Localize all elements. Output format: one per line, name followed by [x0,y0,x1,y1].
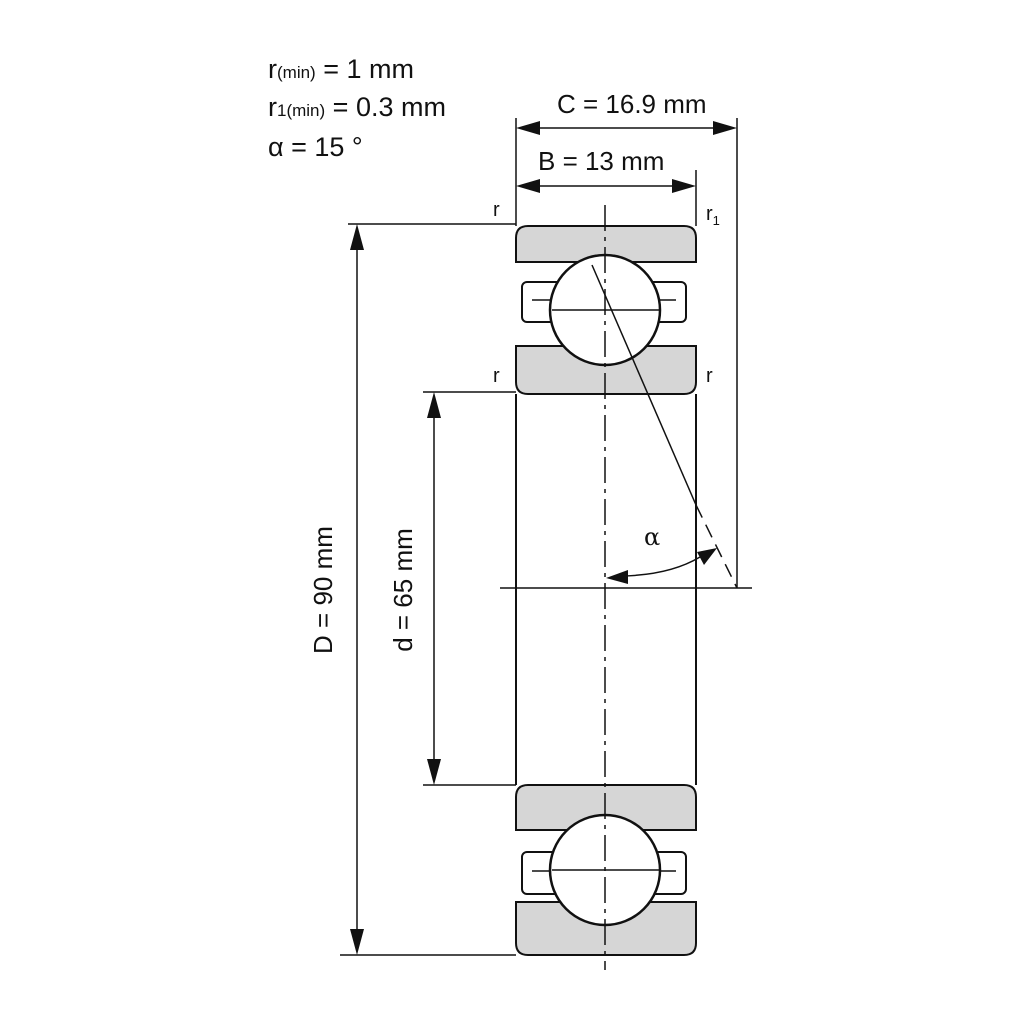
upper-bearing-section [515,225,697,395]
dim-d-outer-arrow-top [350,224,364,250]
dim-b-arrow-left [516,179,540,193]
spec-r1-min: r1(min) = 0.3 mm [268,92,446,122]
upper-inner-ring [515,345,697,395]
spec-contact-angle: α = 15 ° [268,132,363,162]
lower-bearing-section [515,784,697,956]
upper-outer-ring [515,225,697,263]
dim-d-outer-label: D = 90 mm [308,526,338,654]
dim-b-arrow-right [672,179,696,193]
radius-label-r-mid-right: r [706,365,713,387]
dim-d-outer-arrow-bottom [350,929,364,955]
dim-b-label: B = 13 mm [538,146,664,176]
spec-r-min: r(min) = 1 mm [268,54,414,84]
dim-d-bore-arrow-top [427,392,441,418]
dim-c-arrow-right [713,121,737,135]
lower-inner-ring [515,901,697,956]
contact-line-solid [591,264,697,506]
lower-outer-ring [515,784,697,831]
alpha-arc [621,556,701,577]
dim-d-bore-arrow-bottom [427,759,441,785]
alpha-arrow-right [697,548,717,565]
radius-label-r1-top-right: r1 [706,203,720,228]
alpha-label: α [644,523,660,551]
contact-line-dashed [695,504,738,589]
dim-d-bore-label: d = 65 mm [388,528,418,652]
radius-label-r-mid-left: r [493,365,500,387]
radius-label-r-top-left: r [493,199,500,221]
dim-c-label: C = 16.9 mm [557,89,707,119]
alpha-arrow-left [606,570,628,584]
dim-c-arrow-left [516,121,540,135]
